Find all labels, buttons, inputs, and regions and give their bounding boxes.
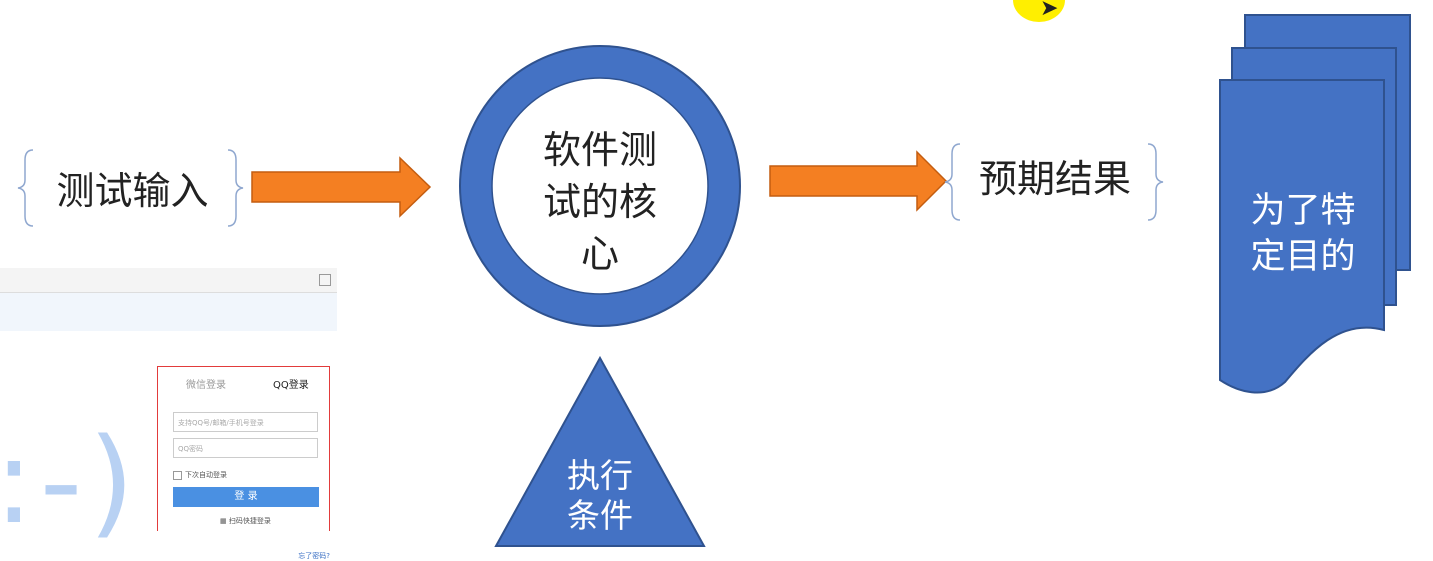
input-label: 测试输入 — [56, 169, 209, 213]
expected-result-label: 预期结果 — [978, 157, 1131, 201]
qr-login-link[interactable]: ▦ 扫码快捷登录 — [220, 516, 271, 526]
tab-wechat-login[interactable]: 微信登录 — [186, 380, 226, 391]
expected-left-brace — [944, 143, 961, 221]
condition-label: 执行 条件 — [545, 456, 655, 536]
toolbar-icon[interactable] — [319, 274, 331, 286]
core-label-line-1: 软件测 — [542, 128, 657, 172]
core-label-line-2: 试的核 — [542, 180, 657, 224]
account-input[interactable]: 支持QQ号/邮箱/手机号登录 — [173, 412, 318, 432]
expected-right-brace — [1147, 143, 1164, 221]
core-label-line-3: 心 — [580, 232, 619, 276]
output-arrow — [769, 150, 948, 212]
tab-qq-login[interactable]: QQ登录 — [273, 380, 309, 391]
input-left-brace — [17, 149, 34, 227]
input-arrow — [251, 156, 432, 218]
checkbox-icon[interactable] — [173, 470, 182, 480]
smiley-graphic: :-) — [0, 412, 141, 550]
login-screenshot: :-) 微信登录 QQ登录 支持QQ号/邮箱/手机号登录 QQ密码 下次自动登录… — [0, 268, 337, 561]
qr-code-icon: ▦ — [220, 517, 229, 525]
login-footer — [157, 531, 330, 561]
document-front — [1219, 79, 1385, 394]
purpose-label: 为了特 定目的 — [1228, 188, 1378, 280]
input-right-brace — [227, 149, 244, 227]
password-input[interactable]: QQ密码 — [173, 438, 318, 458]
condition-label-line-2: 条件 — [567, 496, 633, 535]
qr-login-label: 扫码快捷登录 — [228, 517, 271, 525]
purpose-label-line-2: 定目的 — [1250, 237, 1356, 277]
core-inner-circle — [491, 77, 709, 295]
auto-login-option[interactable]: 下次自动登录 — [173, 470, 227, 480]
core-label: 软件测 试的核 心 — [525, 124, 675, 280]
page-header-band — [0, 293, 337, 331]
auto-login-label: 下次自动登录 — [185, 471, 227, 479]
purpose-label-line-1: 为了特 — [1250, 191, 1356, 231]
login-button[interactable]: 登 录 — [173, 487, 319, 507]
cursor-highlight — [1013, 0, 1065, 22]
condition-triangle — [494, 355, 706, 547]
mouse-cursor-icon: ➤ — [1040, 0, 1059, 21]
login-panel: 微信登录 QQ登录 支持QQ号/邮箱/手机号登录 QQ密码 下次自动登录 登 录… — [157, 366, 330, 532]
browser-toolbar — [0, 268, 337, 293]
condition-label-line-1: 执行 — [567, 456, 633, 495]
forgot-password-link[interactable]: 忘了密码? — [298, 552, 330, 560]
